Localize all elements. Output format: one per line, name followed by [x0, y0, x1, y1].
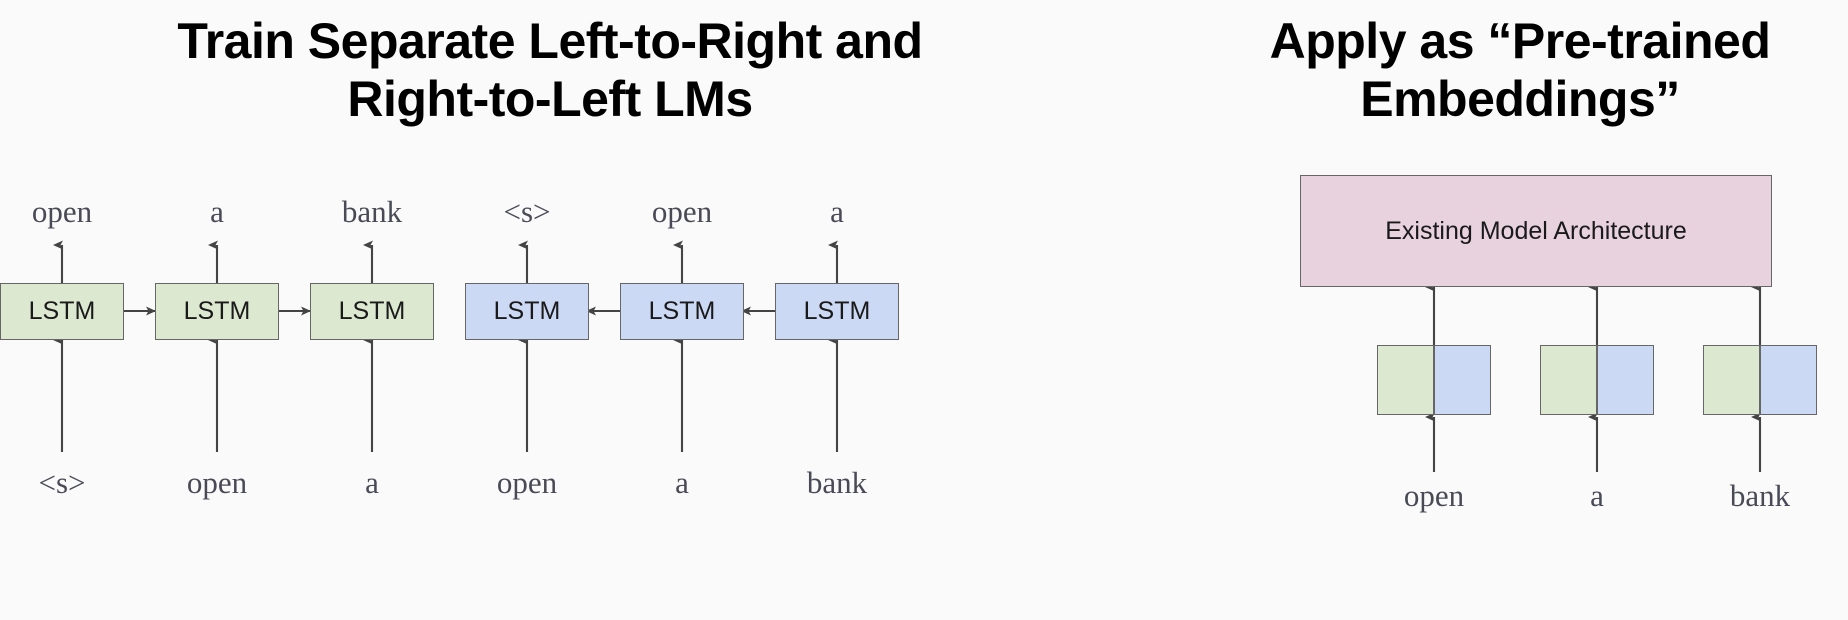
input-token-6: bank [806, 465, 868, 500]
embedding-forward-half-a [1540, 345, 1597, 415]
embedding-swatch-open[interactable] [1377, 345, 1491, 415]
lstm-cell-backward-1[interactable]: LSTM [465, 283, 589, 340]
lstm-cell-backward-3[interactable]: LSTM [775, 283, 899, 340]
embedding-input-token-2: a [1590, 478, 1604, 513]
lstm-cell-forward-1[interactable]: LSTM [0, 283, 124, 340]
output-token-5: open [651, 194, 713, 229]
embedding-input-token-3: bank [1729, 478, 1791, 513]
left-panel-title-line1: Train Separate Left-to-Right and [177, 13, 923, 69]
right-panel-title-line2: Embeddings” [1360, 71, 1680, 127]
embedding-backward-half-open [1434, 345, 1491, 415]
input-token-3: a [365, 465, 379, 500]
embedding-forward-half-bank [1703, 345, 1760, 415]
lstm-cell-forward-3[interactable]: LSTM [310, 283, 434, 340]
embedding-swatch-bank[interactable] [1703, 345, 1817, 415]
left-panel-title-line2: Right-to-Left LMs [347, 71, 753, 127]
embedding-input-token-1: open [1403, 478, 1465, 513]
lstm-cell-forward-2[interactable]: LSTM [155, 283, 279, 340]
output-token-2: a [210, 194, 224, 229]
input-token-1: <s> [38, 465, 86, 500]
output-token-3: bank [341, 194, 403, 229]
input-token-2: open [186, 465, 248, 500]
embedding-backward-half-bank [1760, 345, 1817, 415]
embedding-swatch-a[interactable] [1540, 345, 1654, 415]
lstm-cell-backward-2[interactable]: LSTM [620, 283, 744, 340]
right-panel-title-line1: Apply as “Pre-trained [1269, 13, 1771, 69]
right-panel-title: Apply as “Pre-trained Embeddings” [1210, 12, 1830, 128]
existing-model-architecture-box[interactable]: Existing Model Architecture [1300, 175, 1772, 287]
output-token-4: <s> [503, 194, 551, 229]
input-token-4: open [496, 465, 558, 500]
output-token-1: open [31, 194, 93, 229]
output-token-6: a [830, 194, 844, 229]
embedding-backward-half-a [1597, 345, 1654, 415]
embedding-forward-half-open [1377, 345, 1434, 415]
left-panel-title: Train Separate Left-to-Right and Right-t… [40, 12, 1060, 128]
input-token-5: a [675, 465, 689, 500]
